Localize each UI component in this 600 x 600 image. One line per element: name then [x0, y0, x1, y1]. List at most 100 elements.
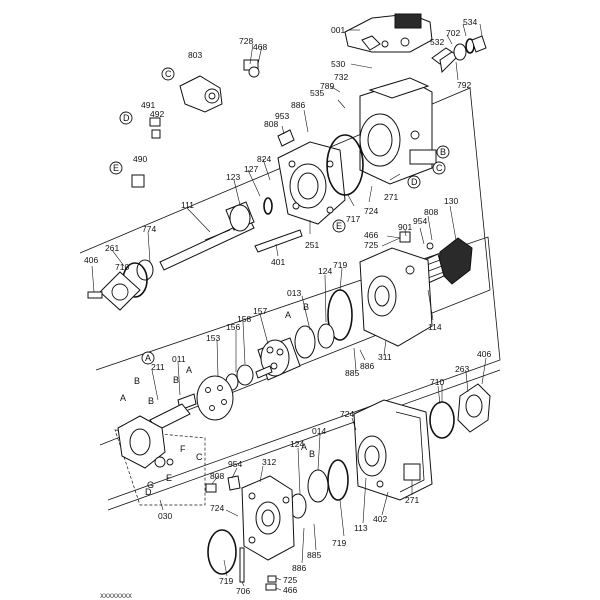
- upper-housing-271: [359, 77, 437, 185]
- label-263: 263: [455, 364, 469, 374]
- label-885-b: 885: [307, 550, 321, 560]
- letter-d: D: [145, 487, 152, 497]
- label-530: 530: [331, 59, 345, 69]
- piston-set-011: [149, 375, 234, 431]
- letter-b-1: B: [303, 302, 309, 312]
- label-728: 728: [239, 36, 253, 46]
- part-number-labels: 001 534 702 532 792 530 728 468 803 732 …: [84, 17, 491, 596]
- label-153: 153: [206, 333, 220, 343]
- footer-stamp: XXXXXXXX: [100, 594, 132, 600]
- label-885-a: 885: [345, 368, 359, 378]
- label-158: 158: [237, 314, 251, 324]
- ref-e-1: E: [113, 163, 119, 173]
- label-706: 706: [236, 586, 250, 596]
- label-402: 402: [373, 514, 387, 524]
- label-123: 123: [226, 172, 240, 182]
- label-466-b: 466: [283, 585, 297, 595]
- leader-lines: [91, 23, 487, 591]
- bolt-706: [239, 547, 245, 583]
- drive-shaft-111: [159, 197, 303, 271]
- label-789: 789: [320, 81, 334, 91]
- label-111: 111: [181, 200, 194, 210]
- label-954-b: 954: [228, 459, 242, 469]
- letter-c: C: [196, 452, 203, 462]
- label-702: 702: [446, 28, 460, 38]
- label-774: 774: [142, 224, 156, 234]
- letter-b-2: B: [173, 375, 179, 385]
- letter-a-2: A: [186, 365, 192, 375]
- label-710-b: 710: [430, 377, 444, 387]
- label-492: 492: [150, 109, 164, 119]
- reference-letters: B C D C D E E A A B A B A B B F C G D E …: [109, 67, 450, 497]
- label-001: 001: [331, 25, 345, 35]
- cylinder-block-153: [225, 337, 301, 391]
- label-030: 030: [158, 511, 172, 521]
- label-401: 401: [271, 257, 285, 267]
- label-211: 211: [151, 362, 165, 372]
- label-901: 901: [398, 222, 412, 232]
- label-014: 014: [312, 426, 326, 436]
- label-261: 261: [105, 243, 119, 253]
- label-466-a: 466: [364, 230, 378, 240]
- letter-a-3: A: [120, 393, 126, 403]
- label-717: 717: [346, 214, 360, 224]
- label-792: 792: [457, 80, 471, 90]
- label-271-b: 271: [405, 495, 419, 505]
- ref-b-1: B: [440, 147, 446, 157]
- label-808-a: 808: [264, 119, 278, 129]
- label-725-a: 725: [364, 240, 378, 250]
- label-710-a: 710: [115, 262, 129, 272]
- letter-a-4: A: [301, 442, 307, 452]
- label-311: 311: [378, 352, 392, 362]
- plugs: [131, 117, 161, 188]
- cylinder-group-013: [294, 289, 353, 359]
- servo-assembly-030: [117, 415, 174, 469]
- label-124-a: 124: [318, 266, 332, 276]
- label-719-a: 719: [333, 260, 347, 270]
- label-803: 803: [188, 50, 202, 60]
- label-725-b: 725: [283, 575, 297, 585]
- ref-a-1: A: [145, 353, 151, 363]
- port-cover-251: [277, 129, 346, 225]
- label-954-a: 954: [413, 216, 427, 226]
- label-124-b: 124: [290, 439, 304, 449]
- o-ring-719-bottom: [207, 529, 237, 575]
- letter-f: F: [180, 444, 186, 454]
- ref-d-2: D: [123, 113, 130, 123]
- pilot-block-803: [179, 59, 260, 113]
- ref-c-1: C: [436, 163, 443, 173]
- label-156: 156: [226, 322, 240, 332]
- label-724-c: 724: [210, 503, 224, 513]
- label-532: 532: [430, 37, 444, 47]
- label-127: 127: [244, 164, 258, 174]
- label-312: 312: [262, 457, 276, 467]
- label-886-b: 886: [360, 361, 374, 371]
- label-534: 534: [463, 17, 477, 27]
- letter-a-1: A: [285, 310, 291, 320]
- label-724-b: 724: [340, 409, 354, 419]
- ref-e-2: E: [336, 221, 342, 231]
- label-953: 953: [275, 111, 289, 121]
- label-719-c: 719: [219, 576, 233, 586]
- bolt-954: [227, 475, 241, 491]
- label-824: 824: [257, 154, 271, 164]
- lower-housing-271: [353, 399, 433, 501]
- label-732: 732: [334, 72, 348, 82]
- label-406-b: 406: [477, 349, 491, 359]
- o-ring-717: [326, 134, 364, 196]
- label-490: 490: [133, 154, 147, 164]
- label-808-b: 808: [424, 207, 438, 217]
- label-406-a: 406: [84, 255, 98, 265]
- letter-b-5: B: [309, 449, 315, 459]
- letter-b-4: B: [148, 396, 154, 406]
- label-491: 491: [141, 100, 155, 110]
- regulator-assembly: [344, 13, 487, 74]
- ref-d-1: D: [411, 177, 418, 187]
- label-011: 011: [172, 354, 186, 364]
- label-157: 157: [253, 306, 267, 316]
- letter-b-3: B: [134, 376, 140, 386]
- ref-c-2: C: [165, 69, 172, 79]
- label-535: 535: [310, 88, 324, 98]
- label-719-b: 719: [332, 538, 346, 548]
